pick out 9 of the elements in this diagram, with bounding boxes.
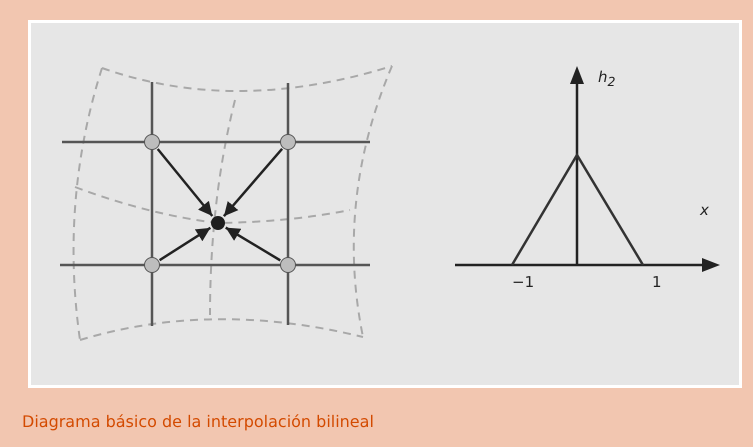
tick-label: −1: [512, 275, 534, 290]
axis-label: x: [700, 203, 709, 218]
tick-label: 1: [652, 275, 662, 290]
arrow: [225, 226, 281, 262]
axis-label: h$_{2}$: [598, 70, 616, 88]
arrow: [158, 226, 212, 262]
arrow: [222, 148, 284, 217]
arrow: [156, 148, 214, 217]
caption: Diagrama básico de la interpolación bilineal: [22, 412, 374, 431]
